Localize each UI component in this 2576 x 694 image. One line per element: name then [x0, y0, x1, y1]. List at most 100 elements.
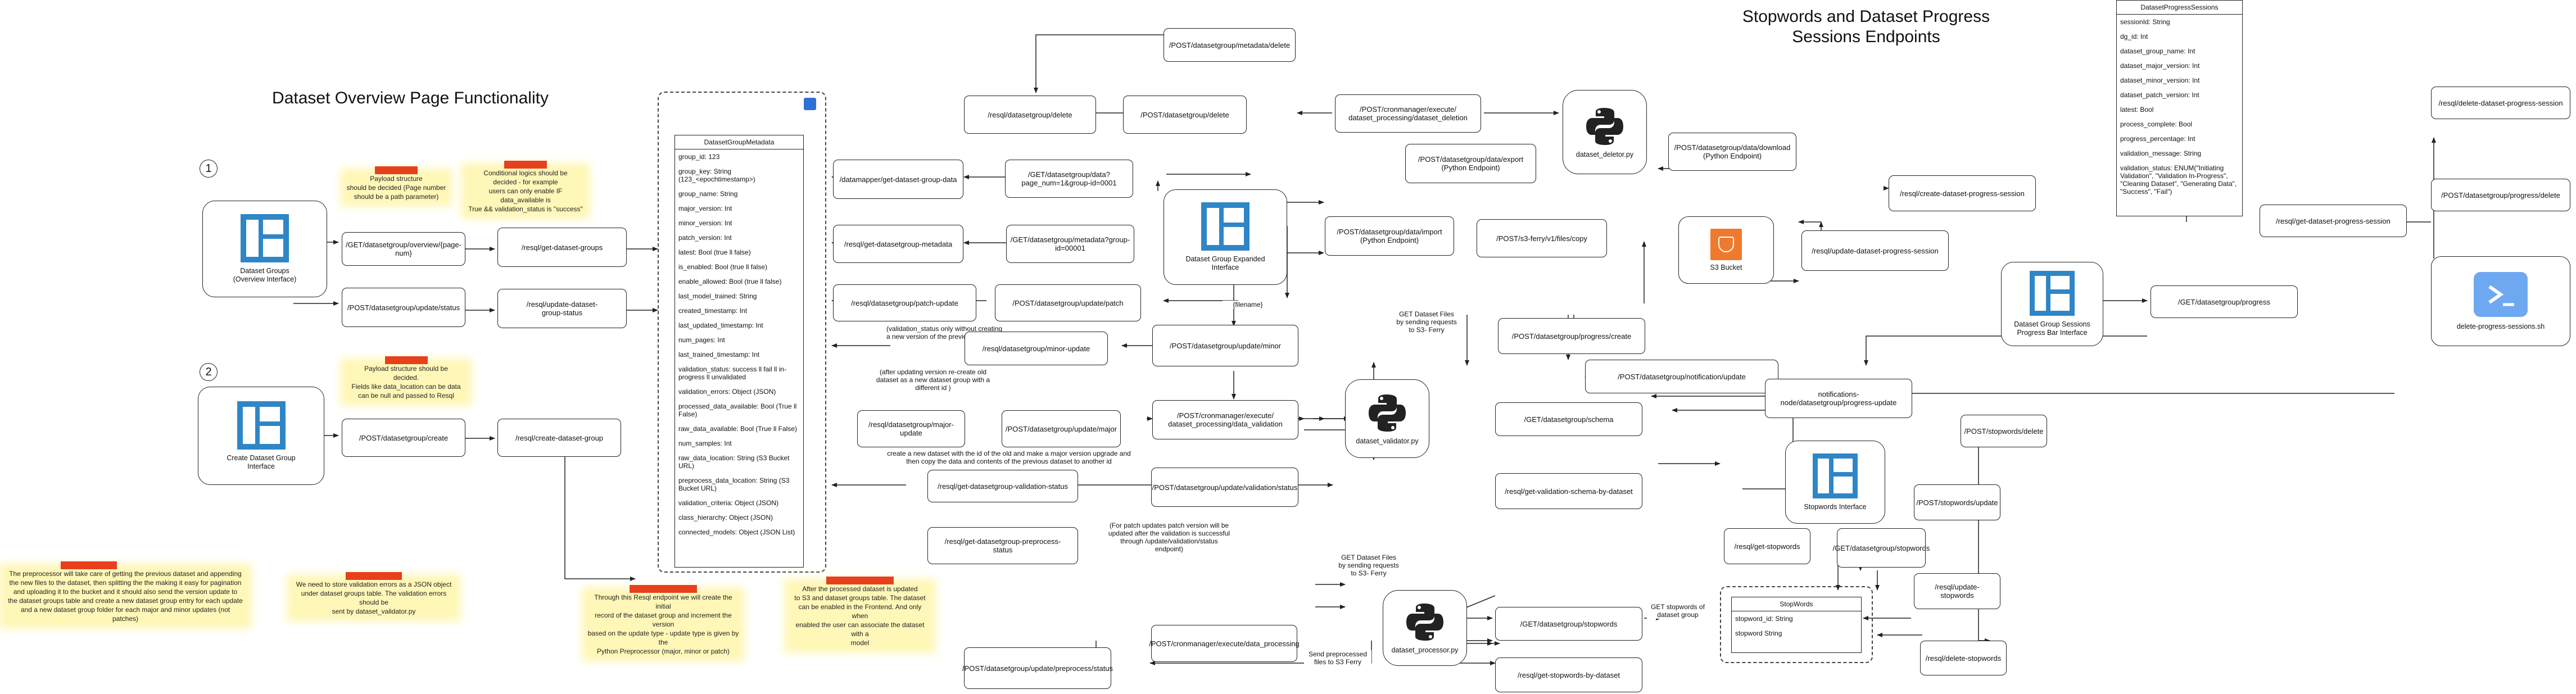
- s3-label: S3 Bucket: [1710, 263, 1742, 271]
- create-group-interface[interactable]: Create Dataset Group Interface: [198, 387, 324, 485]
- post-data-import[interactable]: /POST/datasetgroup/data/import (Python E…: [1325, 216, 1454, 256]
- post-create-endpoint[interactable]: /POST/datasetgroup/create: [342, 419, 465, 457]
- post-update-patch[interactable]: /POST/datasetgroup/update/patch: [995, 284, 1141, 321]
- post-stopwords-update[interactable]: /POST/stopwords/update: [1914, 484, 2000, 520]
- get-schema[interactable]: /GET/datasetgroup/schema: [1495, 402, 1642, 436]
- sessions-interface[interactable]: Dataset Group Sessions Progress Bar Inte…: [2001, 262, 2103, 346]
- get-stopwords-plain[interactable]: /GET/datasetgroup/stopwords: [1833, 528, 1930, 568]
- expanded-interface[interactable]: Dataset Group Expanded Interface: [1163, 189, 1287, 285]
- cron-validation[interactable]: /POST/cronmanager/execute/ dataset_proce…: [1152, 400, 1298, 439]
- stopwords-interface[interactable]: Stopwords Interface: [1785, 441, 1885, 524]
- resql-create-progress[interactable]: /resql/create-dataset-progress-session: [1889, 175, 2036, 211]
- resql-preprocess-status[interactable]: /resql/get-datasetgroup-preprocess- stat…: [927, 527, 1078, 564]
- post-update-preprocess[interactable]: /POST/datasetgroup/update/preprocess/sta…: [962, 647, 1113, 689]
- get-overview-endpoint[interactable]: /GET/datasetgroup/overview/{page-num}: [342, 232, 465, 266]
- section-2-marker: 2: [200, 363, 218, 381]
- resql-delete[interactable]: /resql/datasetgroup/delete: [964, 96, 1096, 134]
- resql-delete-stopwords[interactable]: /resql/delete-stopwords: [1920, 641, 2007, 675]
- resql-minor-update[interactable]: /resql/datasetgroup/minor-update: [965, 332, 1108, 365]
- post-progress-delete-box[interactable]: /POST/datasetgroup/progress/delete: [2431, 179, 2570, 211]
- delete-sessions-script[interactable]: delete-progress-sessions.sh: [2431, 256, 2570, 346]
- resql-endpoint-note: Through this Resql endpoint we will crea…: [587, 585, 739, 656]
- get-progress[interactable]: /GET/datasetgroup/progress: [2151, 285, 2298, 318]
- post-notification-update[interactable]: /POST/datasetgroup/notification/update: [1585, 360, 1778, 393]
- resql-delete-progress[interactable]: /resql/delete-dataset-progress-session: [2431, 87, 2570, 119]
- get-files-label-1: GET Dataset Files by sending requests to…: [1387, 310, 1466, 334]
- table-row: num_pages: Int: [678, 336, 725, 344]
- s3-bucket-icon: [1710, 228, 1742, 260]
- minor-note: (after updating version re-create old da…: [868, 368, 998, 392]
- python-logo: [1369, 394, 1406, 432]
- post-data-download[interactable]: /POST/datasetgroup/data/download (Python…: [1668, 133, 1796, 171]
- post-stopwords-delete[interactable]: /POST/stopwords/delete: [1961, 415, 2047, 447]
- processor-python[interactable]: dataset_processor.py: [1383, 590, 1467, 666]
- table-row: validation_message: String: [2120, 149, 2202, 157]
- get-stopwords[interactable]: /GET/datasetgroup/stopwords: [1495, 607, 1642, 641]
- resql-update-status-endpoint[interactable]: /resql/update-dataset- group-status: [497, 289, 627, 328]
- table-row: minor_version: Int: [678, 219, 732, 227]
- post-metadata-delete[interactable]: /POST/datasetgroup/metadata/delete: [1163, 28, 1296, 62]
- edge: [1149, 641, 1372, 665]
- table-title: DatasetProgressSessions: [2117, 1, 2242, 15]
- python-icon: [1584, 106, 1626, 147]
- progress-sessions-table: DatasetProgressSessions sessionId: Strin…: [2116, 0, 2243, 216]
- table-row: raw_data_available: Bool (True ll False): [678, 425, 797, 433]
- terminal-glyph: [2488, 285, 2514, 306]
- resql-validation-status[interactable]: /resql/get-datasetgroup-validation-statu…: [927, 470, 1078, 502]
- deletor-python[interactable]: dataset_deletor.py: [1563, 90, 1647, 174]
- post-data-export[interactable]: /POST/datasetgroup/data/export (Python E…: [1405, 144, 1536, 183]
- get-stopwords-label: GET stopwords of dataset group: [1647, 603, 1709, 619]
- python-icon: [1404, 601, 1446, 643]
- table-row: dg_id: Int: [2120, 33, 2148, 40]
- post-update-status-endpoint[interactable]: /POST/datasetgroup/update/status: [342, 288, 465, 327]
- notifications-update[interactable]: notifications- node/datasetgroup/progres…: [1765, 379, 1912, 418]
- dashboard-icon: [237, 401, 286, 450]
- validation-errors-note: We need to store validation errors as a …: [292, 572, 455, 616]
- table-row: preprocess_data_location: String (S3 Buc…: [678, 477, 790, 492]
- stopwords-container: [1720, 586, 1873, 663]
- resql-get-metadata[interactable]: /resql/get-datasetgroup-metadata: [833, 225, 963, 263]
- table-row: dataset_minor_version: Int: [2120, 76, 2200, 84]
- resql-create-endpoint[interactable]: /resql/create-dataset-group: [497, 419, 621, 457]
- post-s3-copy[interactable]: /POST/s3-ferry/v1/files/copy: [1477, 219, 1607, 257]
- cron-data-processing[interactable]: /POST/cronmanager/execute/data_processin…: [1149, 625, 1300, 662]
- resql-major-update[interactable]: /resql/datasetgroup/major-update: [857, 410, 965, 447]
- conditional-note: Conditional logics should be decided - f…: [467, 161, 585, 214]
- resql-get-stopwords[interactable]: /resql/get-stopwords: [1724, 528, 1810, 564]
- validator-python[interactable]: dataset_validator.py: [1345, 379, 1429, 458]
- resql-patch-update[interactable]: /resql/datasetgroup/patch-update: [833, 284, 976, 321]
- table-row: process_complete: Bool: [2120, 120, 2193, 128]
- post-update-validation[interactable]: /POST/datasetgroup/update/validation/sta…: [1151, 468, 1298, 507]
- get-metadata[interactable]: /GET/datasetgroup/metadata?group- id=000…: [1006, 225, 1134, 263]
- resql-get-groups-endpoint[interactable]: /resql/get-dataset-groups: [497, 228, 627, 267]
- dashboard-icon: [1813, 453, 1858, 498]
- resql-update-stopwords[interactable]: /resql/update- stopwords: [1914, 573, 2000, 609]
- post-delete[interactable]: /POST/datasetgroup/delete: [1123, 96, 1247, 134]
- word-doc-icon: [804, 98, 816, 110]
- major-note: create a new dataset with the id of the …: [877, 450, 1141, 465]
- table-row: validation_status: ENUM("Initiating Vali…: [2120, 164, 2237, 196]
- cron-deletion[interactable]: /POST/cronmanager/execute/ dataset_proce…: [1335, 94, 1481, 133]
- note-tag: [375, 166, 418, 174]
- metadata-container: [658, 92, 826, 573]
- note-tag: [61, 561, 117, 569]
- resql-stopwords-by-dataset[interactable]: /resql/get-stopwords-by-dataset: [1495, 657, 1642, 692]
- table-row: validation_errors: Object (JSON): [678, 388, 776, 396]
- post-update-major[interactable]: /POST/datasetgroup/update/major: [1002, 410, 1121, 447]
- dataset-groups-interface[interactable]: Dataset Groups (Overview Interface): [202, 201, 327, 297]
- resql-validation-schema[interactable]: /resql/get-validation-schema-by-dataset: [1495, 473, 1642, 509]
- table-row: progress_percentage: Int: [2120, 135, 2195, 143]
- script-label: delete-progress-sessions.sh: [2456, 322, 2545, 330]
- interface-label: Create Dataset Group Interface: [227, 453, 296, 470]
- post-update-minor[interactable]: /POST/datasetgroup/update/minor: [1152, 325, 1298, 366]
- interface-label: Dataset Group Expanded Interface: [1185, 255, 1265, 271]
- table-row: latest: Bool: [2120, 106, 2154, 114]
- s3-bucket[interactable]: S3 Bucket: [1678, 216, 1774, 284]
- get-data[interactable]: /GET/datasetgroup/data? page_num=1&group…: [1005, 160, 1133, 198]
- resql-update-progress[interactable]: /resql/update-dataset-progress-session: [1801, 230, 1949, 271]
- datamapper-get-data[interactable]: /datamapper/get-dataset-group-data: [833, 160, 963, 199]
- post-progress-create[interactable]: /POST/datasetgroup/progress/create: [1498, 318, 1645, 354]
- resql-get-progress[interactable]: /resql/get-dataset-progress-session: [2260, 205, 2407, 237]
- table-row: connected_models: Object (JSON List): [678, 528, 795, 536]
